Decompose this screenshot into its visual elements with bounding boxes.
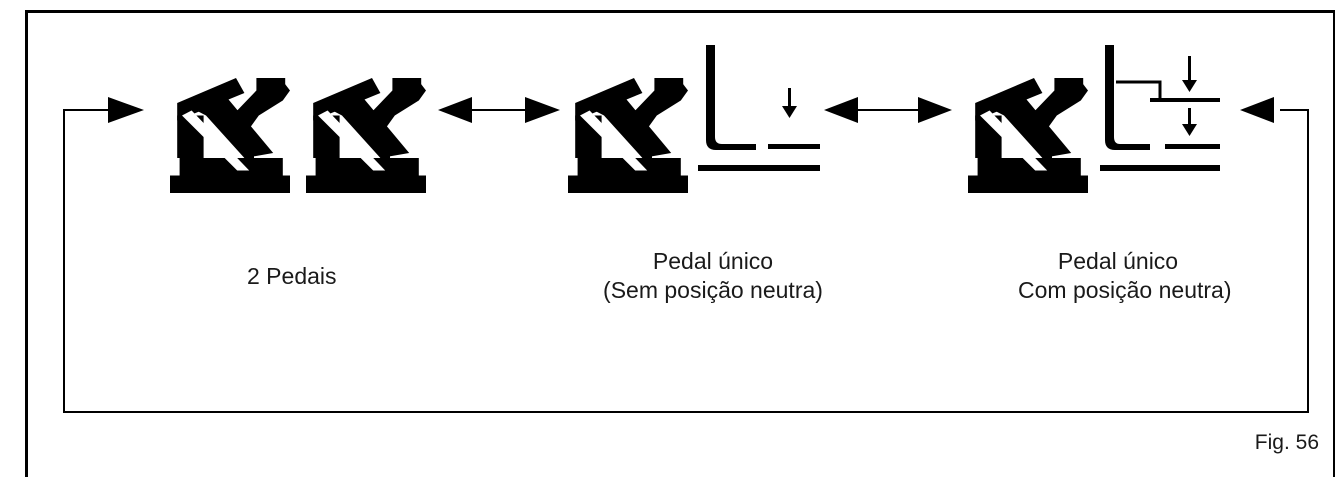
caption-line-1: Pedal único	[652, 248, 774, 274]
caption-line-2: Com posição neutra)	[1018, 277, 1232, 303]
frame-top-border	[25, 10, 1335, 13]
figure-label: Fig. 56	[1254, 431, 1319, 454]
caption-line-2: (Sem posição neutra)	[603, 277, 823, 303]
arrow-single-no-neutral-single-neutral	[824, 97, 952, 123]
pedal-icon	[568, 78, 688, 193]
arrow-into-single-neutral	[1240, 97, 1274, 123]
arrow-into-two-pedals	[108, 97, 144, 123]
arrow-two-pedals-single-no-neutral	[438, 97, 560, 123]
pedal-icon	[170, 78, 290, 193]
cycle-loop-line	[63, 109, 1309, 413]
caption-single-neutral: Pedal único Com posição neutra)	[1018, 247, 1232, 305]
presser-foot-down-icon	[698, 45, 820, 171]
caption-two-pedals-text: 2 Pedais	[247, 263, 337, 289]
frame-left-border	[25, 10, 28, 477]
frame-right-border	[1333, 10, 1335, 477]
pedal-icon	[968, 78, 1088, 193]
caption-two-pedals: 2 Pedais	[247, 262, 337, 291]
caption-single-no-neutral: Pedal único (Sem posição neutra)	[568, 247, 858, 305]
presser-foot-neutral-icon	[1100, 45, 1220, 171]
pedal-icon	[306, 78, 426, 193]
caption-line-1: Pedal único	[1057, 248, 1179, 274]
